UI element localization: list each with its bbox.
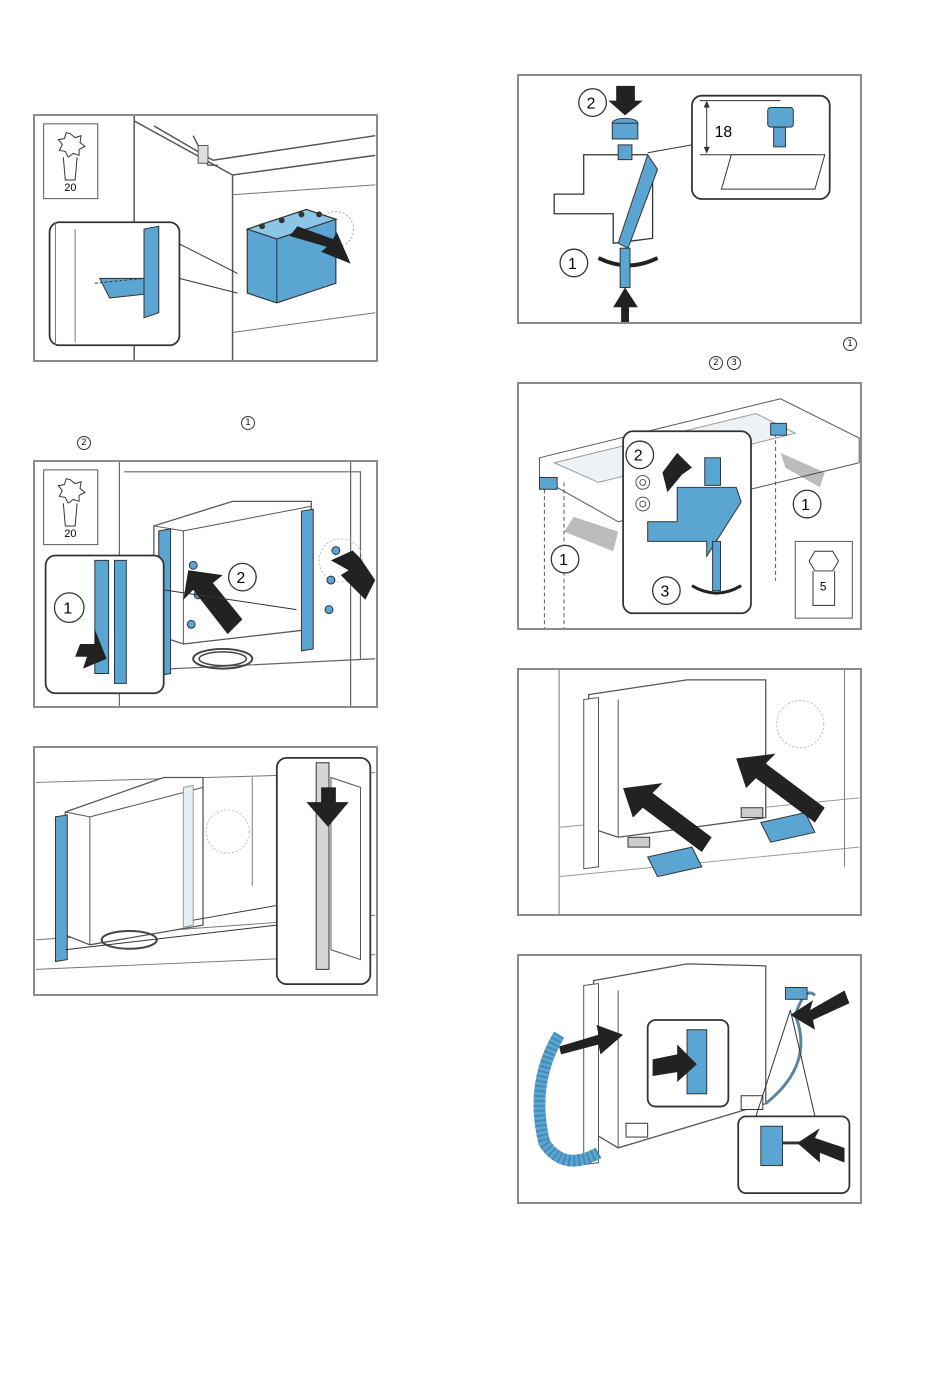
figure-worktop-install: 1 1 2 3 5 xyxy=(517,382,862,630)
step-1a-label: 1 xyxy=(559,552,568,569)
torx-size-label: 20 xyxy=(64,182,76,194)
bracket-mounting-drawing: 2 20 1 xyxy=(35,462,376,706)
cable-connection-drawing xyxy=(519,956,860,1202)
step-2-label-f5: 2 xyxy=(634,448,643,465)
caption-b-step-1-marker: 1 xyxy=(843,337,857,351)
caption-b-step-2-marker: 2 xyxy=(709,356,723,370)
figure-feet-install xyxy=(517,668,862,916)
figure-bracket-fixing xyxy=(33,746,378,996)
caption-step-2-marker: 2 xyxy=(77,436,91,450)
worktop-install-drawing: 1 1 2 3 5 xyxy=(519,384,860,628)
torx-size-label-2: 20 xyxy=(64,528,76,540)
step-3-label: 3 xyxy=(660,584,669,601)
figure-module-insertion: 20 xyxy=(33,114,378,362)
step-1b-label: 1 xyxy=(801,497,810,514)
foot-height-drawing: 2 1 18 xyxy=(519,76,860,322)
figure-bracket-mounting: 2 20 1 xyxy=(33,460,378,708)
caption-step-1-marker: 1 xyxy=(241,416,255,430)
feet-install-drawing xyxy=(519,670,860,914)
figure-foot-height: 2 1 18 xyxy=(517,74,862,324)
step-2-label-f4: 2 xyxy=(587,95,596,112)
figure-cable-connection xyxy=(517,954,862,1204)
caption-b-step-3-marker: 3 xyxy=(727,356,741,370)
bracket-fixing-drawing xyxy=(35,748,376,994)
step-1-label-f4: 1 xyxy=(568,256,577,273)
module-insertion-drawing: 20 xyxy=(35,116,376,360)
hex-size-label: 5 xyxy=(820,580,827,594)
step-2-label: 2 xyxy=(236,570,245,587)
step-1-label: 1 xyxy=(63,601,72,618)
height-label: 18 xyxy=(715,124,733,141)
